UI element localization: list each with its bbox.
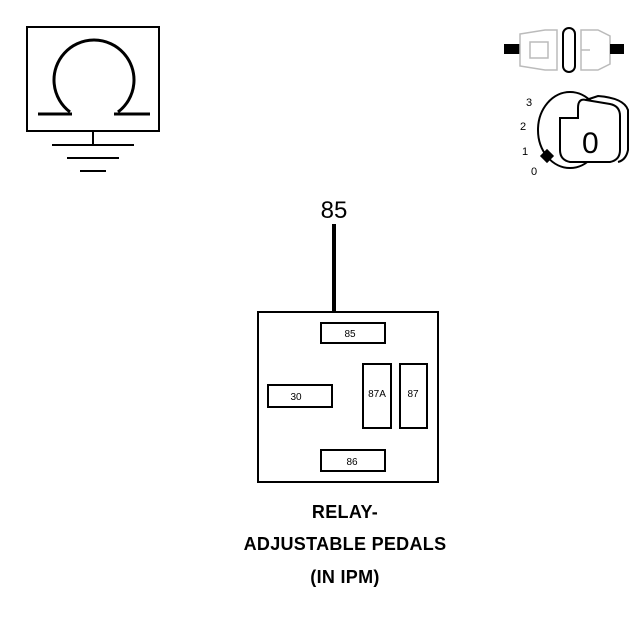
pin-85-label: 85	[344, 329, 356, 340]
pin-87a-label: 87A	[368, 389, 386, 400]
relay-title-line-1: RELAY-	[311, 502, 379, 522]
key-position-1: 1	[522, 146, 528, 158]
key-position-2: 2	[520, 121, 526, 133]
ground-icon	[52, 131, 134, 172]
pin-85: 85	[320, 322, 386, 344]
pin-87: 87	[399, 363, 428, 429]
pin-30: 30	[267, 384, 333, 408]
probe-label: 85	[321, 197, 348, 224]
ignition-key-icon: 3 2 1 0 0	[520, 91, 629, 178]
key-position-3: 3	[526, 97, 532, 109]
relay-title-line-3: (IN IPM)	[310, 567, 380, 587]
pin-86-label: 86	[346, 457, 358, 468]
key-position-0: 0	[531, 166, 537, 178]
key-face-label: 0	[582, 127, 599, 160]
pin-87a: 87A	[362, 363, 392, 429]
pin-87-label: 87	[407, 389, 419, 400]
pin-86: 86	[320, 449, 386, 472]
connector-icon	[504, 27, 624, 73]
relay-title-line-2: ADJUSTABLE PEDALS	[243, 534, 447, 554]
pin-30-label: 30	[290, 392, 302, 403]
ohmmeter-icon	[26, 26, 160, 132]
